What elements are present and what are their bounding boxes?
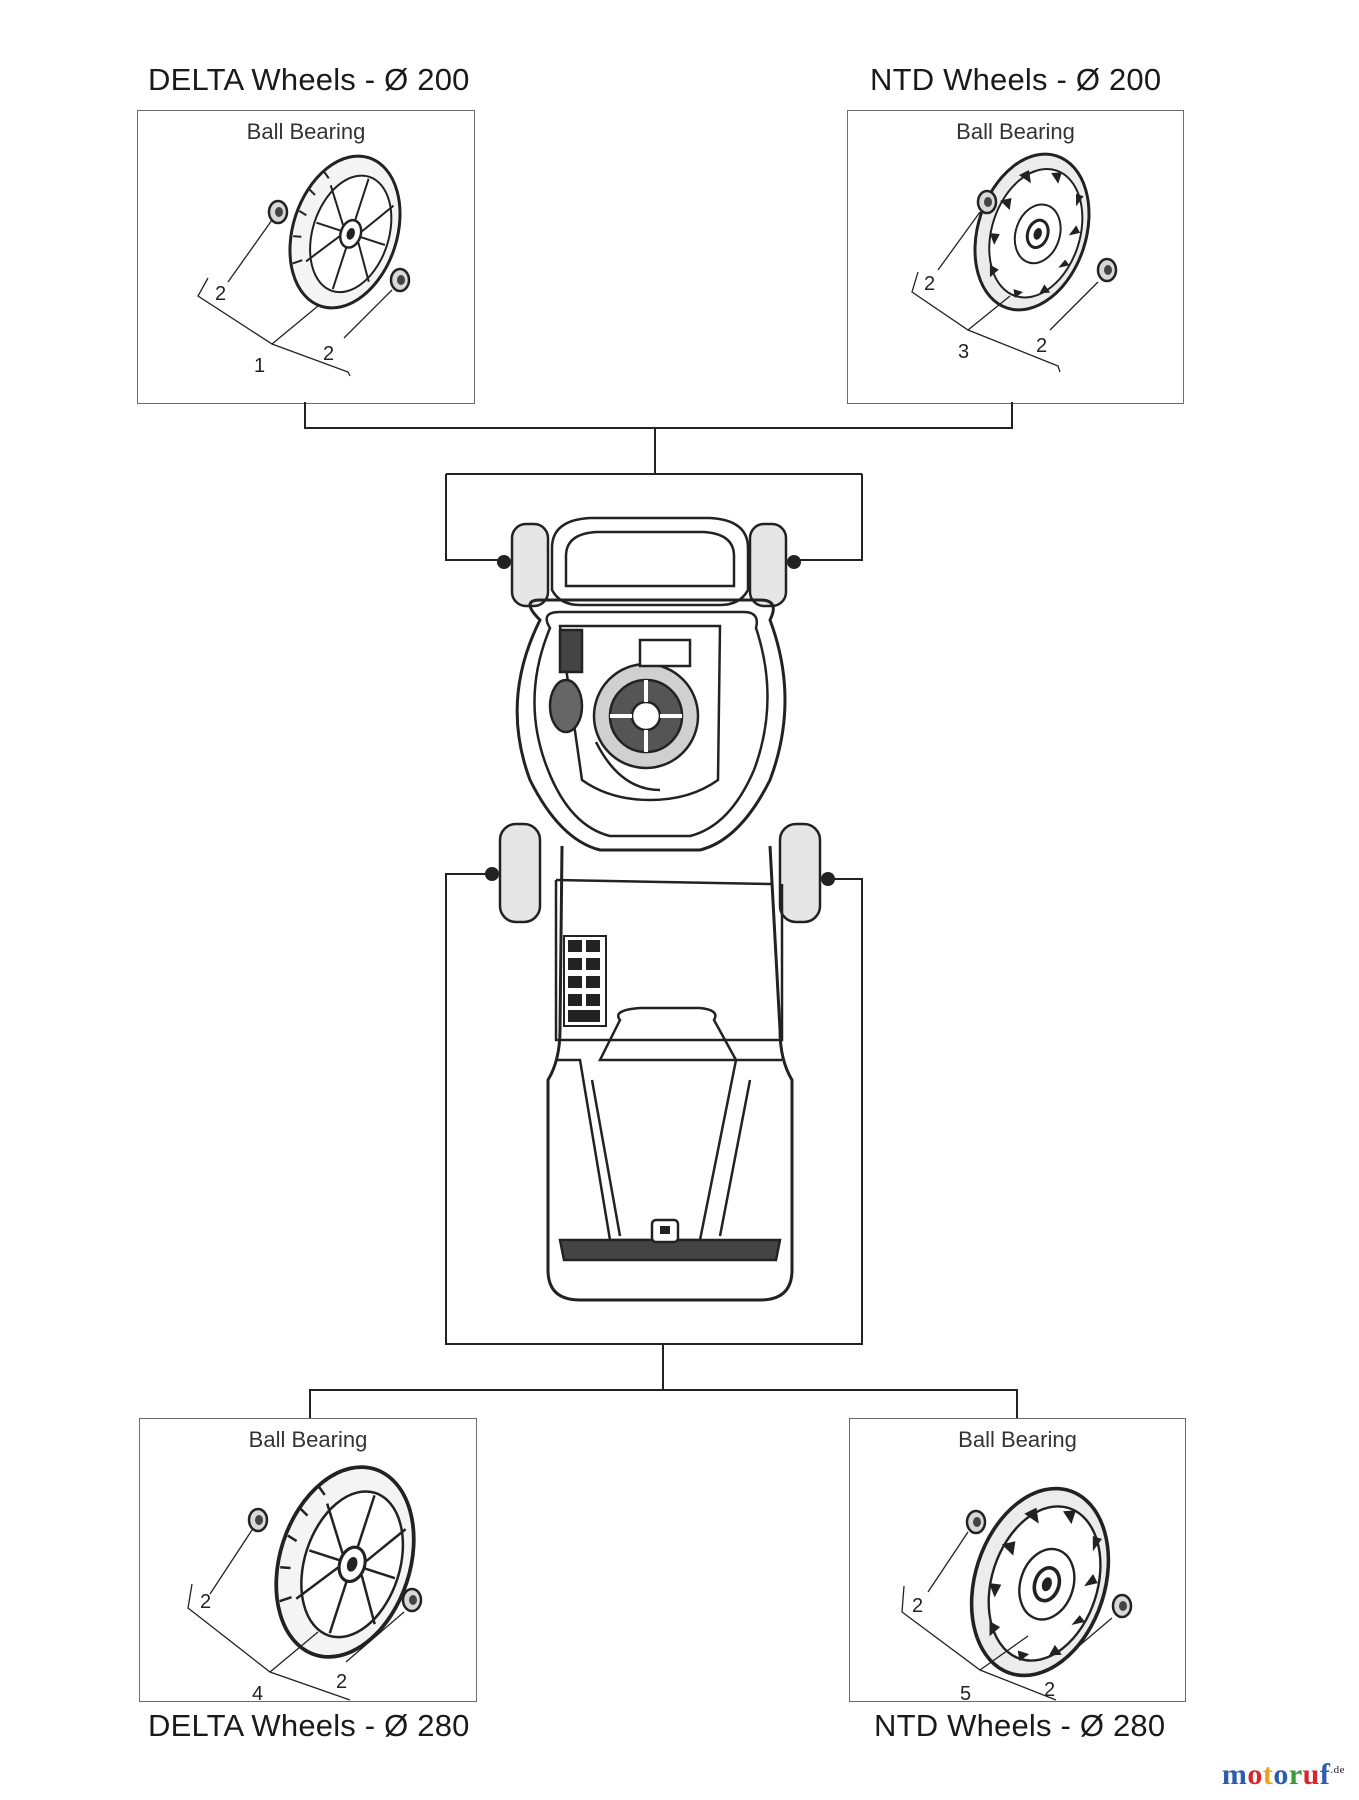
ball-bearing-label: Ball Bearing [246, 119, 366, 144]
panel-title-delta-200: DELTA Wheels - Ø 200 [148, 62, 470, 97]
leader-lines [901, 1531, 1113, 1701]
ball-bearing-label: Ball Bearing [958, 1427, 1077, 1452]
callout-2: 2 [1036, 335, 1047, 357]
top-connector-lines [304, 402, 1013, 561]
ntd-wheel-200 [954, 137, 1110, 327]
bottom-connector-lines [309, 873, 1018, 1418]
leader-lines [187, 1529, 405, 1701]
callout-4: 4 [252, 1683, 263, 1705]
axle-dot [821, 872, 835, 886]
ball-bearing-icon [389, 267, 411, 293]
axle-dot [787, 555, 801, 569]
delta-wheel-200 [269, 140, 421, 324]
ball-bearing-icon [247, 1507, 269, 1533]
watermark-letter: o [1273, 1758, 1289, 1791]
motoruf-watermark: motoruf.de [1222, 1758, 1345, 1792]
ball-bearing-icon [401, 1587, 423, 1613]
watermark-name: motoruf [1222, 1758, 1331, 1791]
callout-2: 2 [924, 273, 935, 295]
watermark-letter: o [1247, 1758, 1263, 1791]
panel-title-delta-280: DELTA Wheels - Ø 280 [148, 1708, 470, 1743]
delta-wheel-280 [251, 1447, 439, 1677]
ball-bearing-icon [1111, 1593, 1133, 1619]
callout-3: 3 [958, 341, 969, 363]
callout-2: 2 [336, 1671, 347, 1693]
panel-title-ntd-200: NTD Wheels - Ø 200 [870, 62, 1162, 97]
watermark-letter: m [1221, 1758, 1248, 1791]
lawn-mower-top-view [485, 516, 835, 1302]
callout-2: 2 [1044, 1679, 1055, 1701]
callout-2: 2 [912, 1595, 923, 1617]
ball-bearing-icon [267, 199, 289, 225]
watermark-letter: u [1302, 1758, 1320, 1791]
ball-bearing-icon [1096, 257, 1118, 283]
leader-lines [197, 219, 393, 377]
rear-left-wheel [498, 822, 542, 924]
callout-2: 2 [200, 1591, 211, 1613]
front-right-wheel [748, 522, 788, 608]
watermark-suffix: .de [1330, 1764, 1345, 1776]
panel-title-ntd-280: NTD Wheels - Ø 280 [874, 1708, 1166, 1743]
callout-2: 2 [323, 343, 334, 365]
callout-2: 2 [215, 283, 226, 305]
ball-bearing-label: Ball Bearing [956, 119, 1075, 144]
axle-dot [497, 555, 511, 569]
ntd-wheel-280 [946, 1468, 1134, 1696]
watermark-letter: f [1319, 1758, 1331, 1791]
ball-bearing-icon [965, 1509, 987, 1535]
ball-bearing-icon [976, 189, 998, 215]
callout-1: 1 [254, 355, 265, 377]
front-left-wheel [510, 522, 550, 608]
watermark-letter: r [1288, 1758, 1303, 1791]
callout-5: 5 [960, 1683, 971, 1705]
watermark-letter: t [1262, 1758, 1274, 1791]
leader-lines [911, 211, 1099, 373]
axle-dot [485, 867, 499, 881]
rear-right-wheel [778, 822, 822, 924]
ball-bearing-label: Ball Bearing [248, 1427, 368, 1452]
